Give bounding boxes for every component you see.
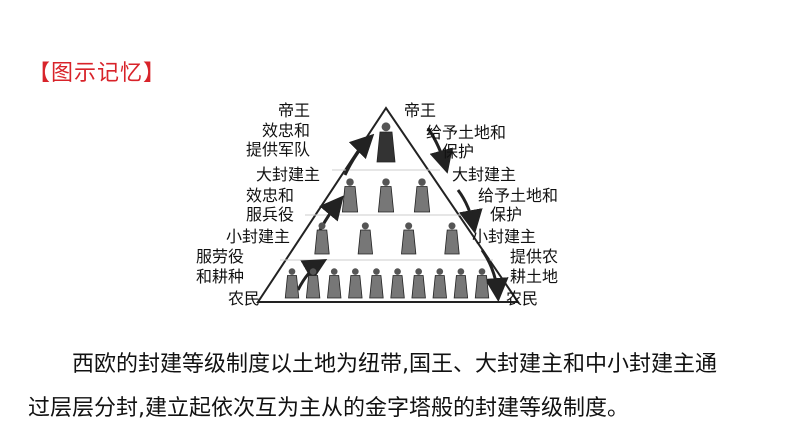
caption-text: 西欧的封建等级制度以土地为纽带,国王、大封建主和中小封建主通 过层层分封,建立起…	[28, 343, 768, 431]
figure-icon	[474, 268, 490, 299]
left-label-small-lord: 小封建主	[226, 227, 291, 246]
left-label-labor-a: 服劳役	[196, 247, 245, 266]
right-label-emperor: 帝王	[404, 101, 437, 120]
right-label-peasant: 农民	[506, 289, 539, 308]
figure-icon	[432, 268, 447, 299]
right-label-big-lord: 大封建主	[452, 165, 517, 184]
right-label-grant-1a: 给予土地和	[426, 123, 507, 142]
left-arrow-1	[296, 259, 328, 291]
left-label-labor-b: 和耕种	[196, 267, 245, 286]
figure-icon	[369, 268, 384, 299]
right-arrow-2	[456, 189, 483, 234]
figure-icon	[390, 268, 405, 299]
figures-group	[284, 122, 490, 299]
figure-icon	[327, 268, 342, 299]
heading: 【图示记忆】	[28, 61, 167, 86]
figure-icon	[401, 222, 417, 255]
left-label-big-lord: 大封建主	[256, 165, 321, 184]
figure-icon	[413, 178, 431, 213]
figure-icon	[357, 222, 373, 255]
right-label-provide-a: 提供农	[510, 247, 559, 266]
figure-icon	[444, 222, 460, 255]
right-arrow-3	[480, 249, 509, 302]
right-arrow-1	[426, 127, 453, 174]
figure-icon	[305, 268, 321, 299]
right-label-provide-b: 耕土地	[510, 267, 559, 286]
left-label-loyalty-1a: 效忠和	[262, 121, 311, 140]
feudal-pyramid-diagram: 帝王 效忠和 提供军队 大封建主 效忠和 服兵役 小封建主 服劳役 和耕种 农民…	[190, 100, 580, 315]
caption-line-1: 西欧的封建等级制度以土地为纽带,国王、大封建主和中小封建主通	[72, 352, 717, 377]
left-label-loyalty-2a: 效忠和	[246, 186, 295, 205]
figure-icon	[314, 222, 330, 255]
left-label-emperor: 帝王	[278, 101, 311, 120]
figure-icon	[341, 178, 359, 213]
caption-line-2: 过层层分封,建立起依次互为主从的金字塔般的封建等级制度。	[28, 396, 629, 421]
pyramid-graphic	[256, 106, 520, 303]
figure-icon	[377, 178, 395, 213]
left-label-loyalty-1b: 提供军队	[246, 140, 311, 159]
figure-icon	[411, 268, 426, 299]
right-label-small-lord: 小封建主	[472, 227, 537, 246]
left-arrow-3	[343, 133, 375, 176]
figure-icon	[453, 268, 469, 299]
right-label-grant-2b: 保护	[490, 205, 523, 224]
figure-icon	[376, 122, 396, 163]
figure-icon	[348, 268, 363, 299]
left-label-loyalty-2b: 服兵役	[246, 205, 295, 224]
right-label-grant-1b: 保护	[442, 142, 475, 161]
right-label-grant-2a: 给予土地和	[478, 186, 559, 205]
left-label-peasant: 农民	[228, 289, 261, 308]
figure-icon	[284, 268, 300, 299]
